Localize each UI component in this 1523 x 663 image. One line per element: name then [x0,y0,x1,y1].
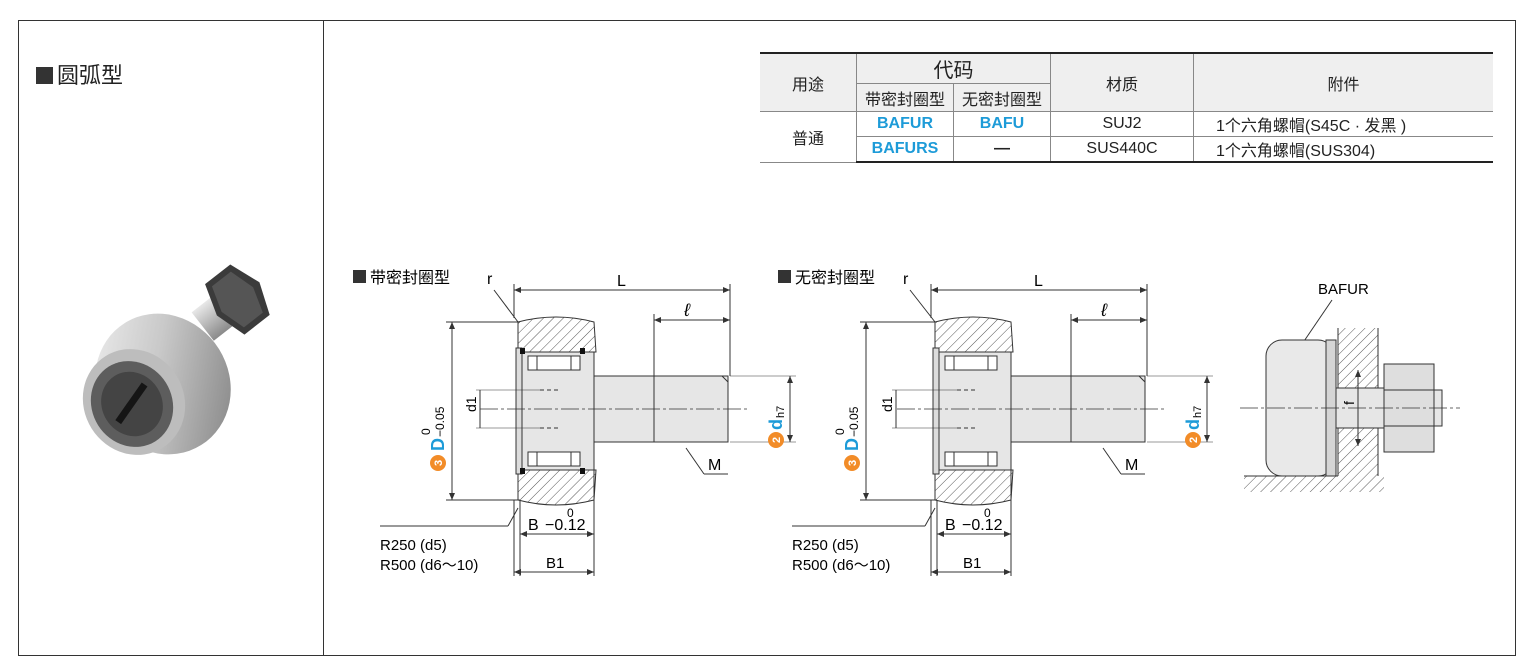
dim-M: M [1125,457,1138,474]
circle-3: 3 [847,460,859,466]
section-title: 圆弧型 [36,58,123,90]
radius-line1: R250 (d5) [380,537,447,554]
product-photo [82,264,270,455]
drawing-with-seal: 带密封圈型 L ℓ r [353,269,796,576]
cell-code-without-seal: — [953,136,1051,163]
header-without-seal: 无密封圈型 [953,83,1051,112]
header-with-seal: 带密封圈型 [856,83,954,112]
cell-usage: 普通 [760,111,857,163]
outer-frame [18,20,1516,656]
spec-table: 用途 代码 材质 附件 带密封圈型 无密封圈型 普通 BAFUR BAFU SU… [760,52,1493,163]
drawing-installation: BAFUR f [1240,281,1460,492]
dim-d: d [766,419,786,430]
header-material: 材质 [1050,52,1194,112]
circle-2: 2 [771,437,783,443]
dim-B-tol-upper: 0 [984,506,991,520]
dim-B1: B1 [546,555,564,572]
dim-d-sub: h7 [1192,406,1204,418]
dim-L: L [1034,273,1043,290]
dim-d1: d1 [463,396,479,412]
radius-line2: R500 (d6～10) [380,557,478,574]
dim-l: ℓ [1100,300,1108,320]
cell-code-without-seal: BAFU [953,111,1051,137]
header-usage: 用途 [760,52,857,112]
drawing-without-seal: 无密封圈型 L ℓ r 3 D 0 [778,269,1213,576]
square-bullet-icon [353,270,366,283]
radius-line1: R250 (d5) [792,537,859,554]
dim-D: D [842,438,862,451]
dim-B: B [528,517,539,534]
noseal-title: 无密封圈型 [795,269,875,287]
square-bullet-icon [778,270,791,283]
cell-material: SUS440C [1050,136,1194,163]
dim-D: D [428,438,448,451]
square-bullet-icon [36,67,53,84]
cell-code-with-seal: BAFUR [856,111,954,137]
column-divider [323,20,324,656]
section-title-text: 圆弧型 [57,64,124,89]
dim-D-tol-upper: 0 [833,428,847,435]
dim-d1: d1 [879,396,895,412]
dim-D-tol-lower: −0.05 [847,406,861,437]
dim-D-tol-upper: 0 [419,428,433,435]
dim-M: M [708,457,721,474]
cell-accessory: 1个六角螺帽(SUS304) [1193,136,1493,163]
dim-r: r [487,271,493,288]
dim-d-sub: h7 [775,406,787,418]
header-code: 代码 [856,52,1051,84]
dim-D-tol-lower: −0.05 [433,406,447,437]
cell-code-with-seal: BAFURS [856,136,954,163]
circle-2: 2 [1188,437,1200,443]
dim-B: B [945,517,956,534]
dim-l: ℓ [683,300,691,320]
dim-B-tol-lower: −0.12 [962,517,1003,534]
dim-f: f [1341,401,1357,405]
cell-accessory: 1个六角螺帽(S45C · 发黑 ) [1193,111,1493,137]
dim-r: r [903,271,909,288]
dim-B-tol-upper: 0 [567,506,574,520]
radius-line2: R500 (d6～10) [792,557,890,574]
seal-title: 带密封圈型 [370,269,450,287]
dim-B1: B1 [963,555,981,572]
dim-L: L [617,273,626,290]
circle-3: 3 [433,460,445,466]
header-accessory: 附件 [1193,52,1493,112]
dim-d: d [1183,419,1203,430]
dim-B-tol-lower: −0.12 [545,517,586,534]
cell-material: SUJ2 [1050,111,1194,137]
install-label: BAFUR [1318,281,1369,298]
